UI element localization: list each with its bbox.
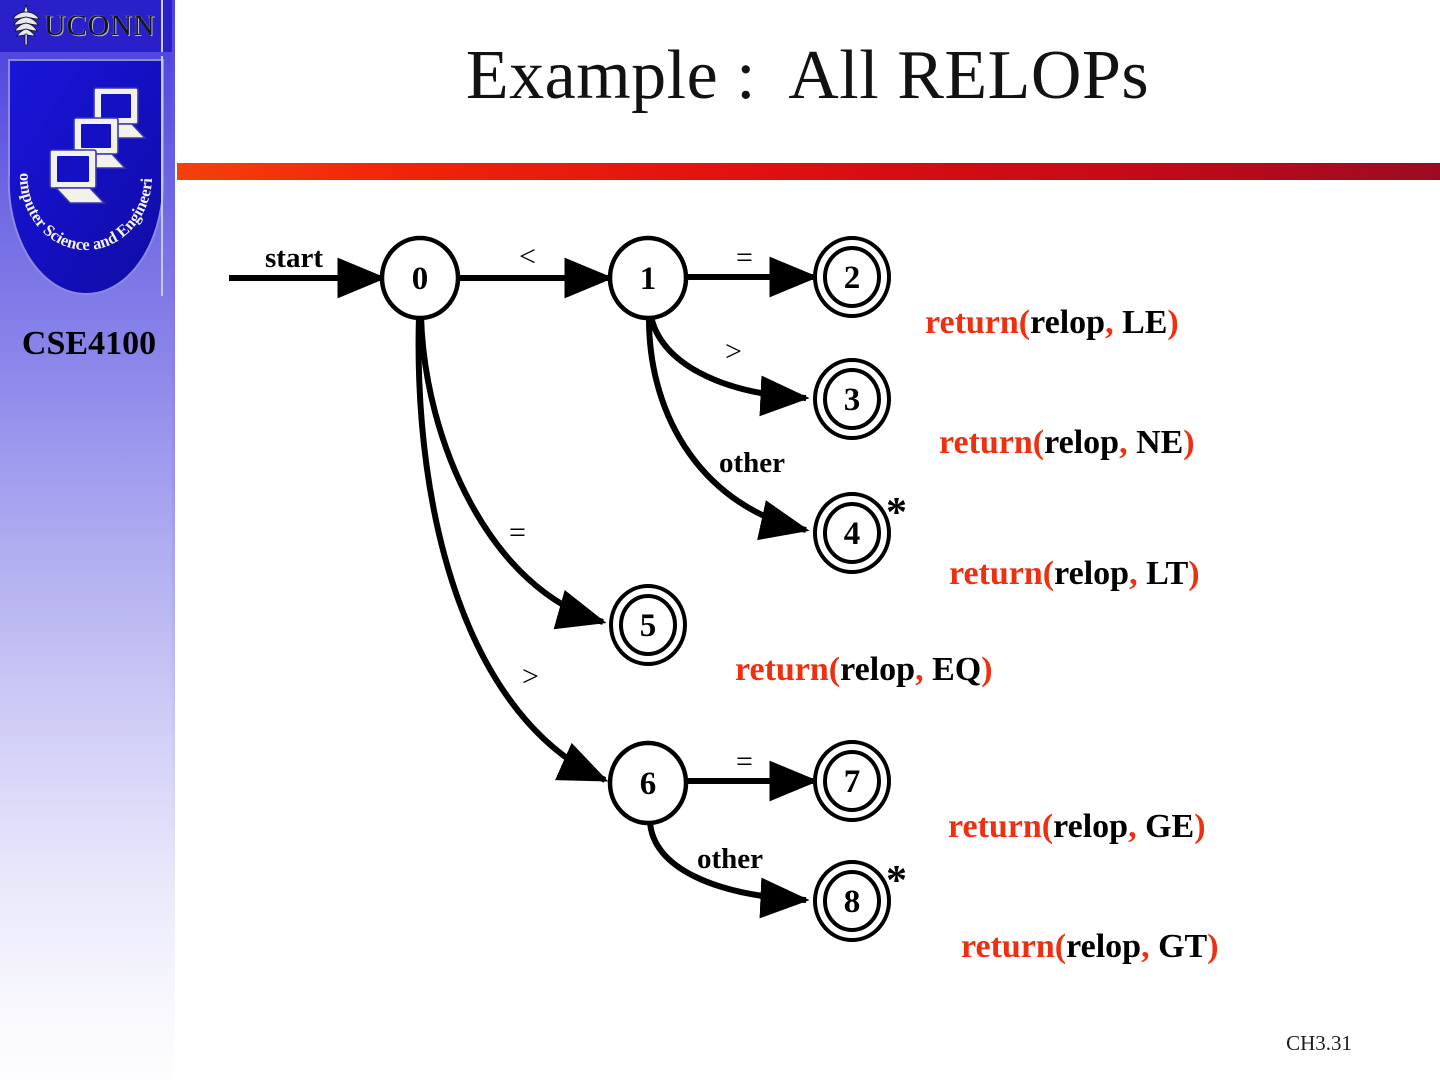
sidebar-right-edge <box>172 0 175 1080</box>
action-arg1: relop <box>1066 928 1142 965</box>
action-keyword: return( <box>949 555 1055 592</box>
action-close-paren: ) <box>981 651 993 688</box>
sidebar: UCONN Computer Science and Engineering <box>0 0 175 1080</box>
uconn-logo: UCONN <box>0 2 165 48</box>
action-arg2: NE <box>1136 424 1184 461</box>
action-keyword: return( <box>925 304 1031 341</box>
action-separator: , <box>915 651 933 688</box>
action-arg2: EQ <box>932 651 982 688</box>
action-separator: , <box>1129 555 1147 592</box>
action-close-paren: ) <box>1207 928 1219 965</box>
uconn-divider-rule <box>161 0 163 52</box>
accept-star-4: * <box>886 490 907 536</box>
computer-network-icon <box>49 87 147 204</box>
action-close-paren: ) <box>1183 424 1195 461</box>
action-arg2: GT <box>1158 928 1208 965</box>
state-label-4: 4 <box>843 516 861 552</box>
edge-label-1-4: other <box>719 447 786 479</box>
action-label-8: return(relop, GT) <box>944 890 1219 966</box>
oak-leaf-icon <box>12 4 40 46</box>
action-close-paren: ) <box>1188 555 1200 592</box>
action-keyword: return( <box>948 808 1054 845</box>
action-close-paren: ) <box>1194 808 1206 845</box>
cse-shield-logo: Computer Science and Engineering <box>6 56 165 296</box>
action-label-4: return(relop, LT) <box>932 517 1200 593</box>
edge-label-0-1: < <box>519 240 536 273</box>
action-label-5: return(relop, EQ) <box>718 613 993 689</box>
action-keyword: return( <box>735 651 841 688</box>
action-separator: , <box>1119 424 1137 461</box>
action-arg1: relop <box>1053 808 1129 845</box>
action-keyword: return( <box>939 424 1045 461</box>
edge-label-1-2: = <box>736 241 753 274</box>
accept-star-8: * <box>886 858 907 904</box>
edge-label-0-5: = <box>509 516 526 549</box>
edge-label-1-3: > <box>725 335 742 368</box>
edge-label-6-8: other <box>697 843 764 875</box>
start-label: start <box>265 242 323 274</box>
action-separator: , <box>1128 808 1146 845</box>
edge-label-6-7: = <box>736 745 753 778</box>
state-label-1: 1 <box>639 261 657 297</box>
action-label-2: return(relop, LE) <box>908 266 1179 342</box>
accent-divider-bar <box>177 163 1440 180</box>
shield-divider-rule <box>161 56 163 296</box>
action-label-7: return(relop, GE) <box>931 770 1206 846</box>
action-separator: , <box>1141 928 1159 965</box>
action-arg1: relop <box>840 651 916 688</box>
course-code-label: CSE4100 <box>21 325 157 362</box>
state-label-3: 3 <box>843 382 861 418</box>
state-label-7: 7 <box>843 764 861 800</box>
action-arg2: GE <box>1145 808 1195 845</box>
action-keyword: return( <box>961 928 1067 965</box>
state-label-0: 0 <box>411 261 429 297</box>
action-arg2: LE <box>1122 304 1168 341</box>
uconn-wordmark: UCONN <box>44 9 156 42</box>
slide-number: CH3.31 <box>1286 1031 1352 1055</box>
action-arg2: LT <box>1146 555 1189 592</box>
action-separator: , <box>1105 304 1123 341</box>
action-label-3: return(relop, NE) <box>922 386 1195 462</box>
action-arg1: relop <box>1054 555 1130 592</box>
slide-title: Example : All RELOPs <box>465 37 1150 114</box>
edge-label-0-6: > <box>522 660 539 693</box>
state-label-6: 6 <box>639 766 657 802</box>
state-label-5: 5 <box>639 608 657 644</box>
action-arg1: relop <box>1030 304 1106 341</box>
state-label-2: 2 <box>843 260 861 296</box>
edge-0-5 <box>418 314 607 630</box>
action-close-paren: ) <box>1167 304 1179 341</box>
state-label-8: 8 <box>843 884 861 920</box>
action-arg1: relop <box>1044 424 1120 461</box>
